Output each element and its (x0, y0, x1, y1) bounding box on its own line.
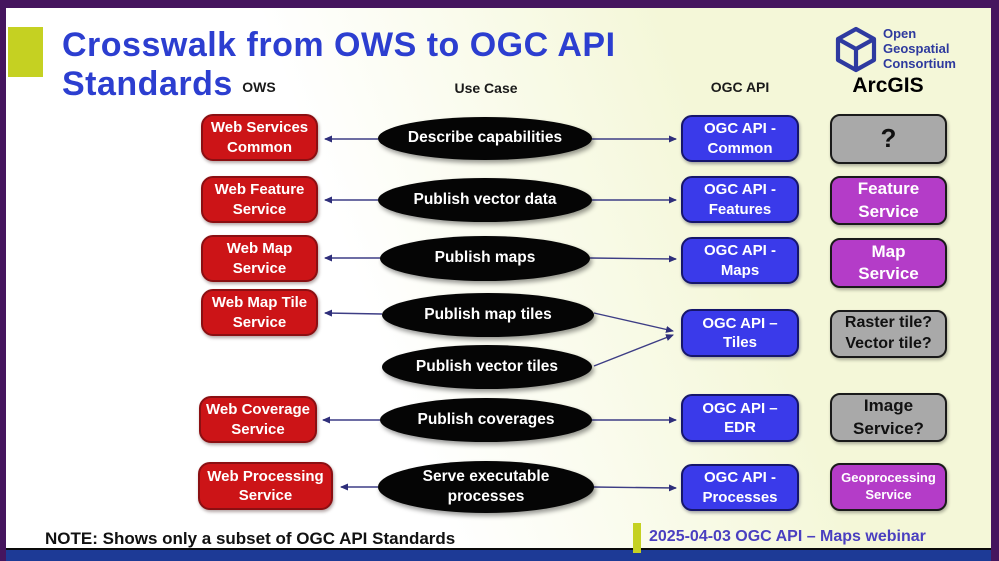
arcgis-box-label: Image Service? (853, 396, 924, 438)
ogc-box-features: OGC API - Features (681, 176, 799, 223)
column-header-ogc-api: OGC API (710, 79, 770, 95)
use-case-label: Publish map tiles (424, 305, 552, 323)
ogc-cube-icon (835, 26, 877, 73)
use-case-describe-capabilities: Describe capabilities (378, 117, 592, 160)
arcgis-box-raster-vector-tile: Raster tile? Vector tile? (830, 310, 947, 358)
use-case-publish-vector-data: Publish vector data (378, 178, 592, 222)
ows-box-web-services-common: Web Services Common (201, 114, 318, 161)
ows-box-label: Web Processing Service (207, 467, 324, 505)
arcgis-box-map-service: Map Service (830, 238, 947, 288)
arcgis-box-label: ? (880, 123, 897, 154)
ows-box-label: Web Map Tile Service (211, 294, 308, 331)
ogc-box-label: OGC API - Common (704, 120, 776, 157)
use-case-label: Serve executable processes (422, 467, 550, 505)
ows-box-web-processing-service: Web Processing Service (198, 462, 333, 510)
use-case-publish-map-tiles: Publish map tiles (382, 293, 594, 337)
ows-box-label: Web Map Service (226, 240, 293, 277)
ogc-box-maps: OGC API - Maps (681, 237, 799, 284)
ows-box-web-map-service: Web Map Service (201, 235, 318, 282)
use-case-label: Publish vector tiles (415, 357, 559, 375)
ows-box-web-feature-service: Web Feature Service (201, 176, 318, 223)
column-header-arcgis: ArcGIS (852, 74, 924, 97)
ogc-box-label: OGC API – EDR (702, 399, 778, 437)
ows-box-label: Web Services Common (210, 119, 309, 156)
arcgis-box-label: Map Service (858, 241, 919, 283)
use-case-label: Publish coverages (417, 410, 555, 428)
arcgis-box-label: Geoprocessing Service (841, 470, 936, 502)
footer-accent-bar (633, 523, 641, 553)
arcgis-box-feature-service: Feature Service (830, 176, 947, 225)
use-case-publish-vector-tiles: Publish vector tiles (382, 345, 592, 389)
ows-box-web-coverage-service: Web Coverage Service (199, 396, 317, 443)
column-header-use-case: Use Case (454, 80, 518, 96)
arcgis-box-label: Feature Service (857, 179, 920, 221)
use-case-label: Publish maps (434, 249, 536, 267)
use-case-publish-coverages: Publish coverages (380, 398, 592, 442)
ogc-box-tiles: OGC API – Tiles (681, 309, 799, 357)
arcgis-box-label: Raster tile? Vector tile? (844, 314, 933, 352)
column-header-ows: OWS (242, 79, 276, 95)
ogc-box-label: OGC API - Maps (704, 242, 776, 279)
use-case-label: Describe capabilities (407, 129, 563, 147)
arcgis-box-geoprocessing-service: Geoprocessing Service (830, 463, 947, 511)
bottom-navy-bar (6, 548, 991, 561)
page-title: Crosswalk from OWS to OGC API Standards (62, 26, 616, 103)
ogc-logo-text: Open Geospatial Consortium (883, 26, 956, 71)
use-case-serve-executable-processes: Serve executable processes (378, 461, 594, 513)
ows-box-web-map-tile-service: Web Map Tile Service (201, 289, 318, 336)
ogc-box-processes: OGC API - Processes (681, 464, 799, 511)
ogc-logo: Open Geospatial Consortium (833, 26, 993, 74)
use-case-label: Publish vector data (413, 190, 557, 208)
arcgis-box-unknown: ? (830, 114, 947, 164)
ogc-box-label: OGC API - Processes (702, 469, 778, 506)
accent-square (8, 27, 43, 77)
ogc-box-common: OGC API - Common (681, 115, 799, 162)
ogc-box-label: OGC API – Tiles (702, 314, 778, 352)
ogc-box-label: OGC API - Features (704, 181, 776, 218)
note-text: NOTE: Shows only a subset of OGC API Sta… (45, 529, 456, 548)
ows-box-label: Web Feature Service (214, 181, 305, 218)
arcgis-box-image-service: Image Service? (830, 393, 947, 442)
footer-caption: 2025-04-03 OGC API – Maps webinar (649, 528, 926, 545)
ogc-box-edr: OGC API – EDR (681, 394, 799, 442)
use-case-publish-maps: Publish maps (380, 236, 590, 281)
ows-box-label: Web Coverage Service (206, 401, 310, 438)
